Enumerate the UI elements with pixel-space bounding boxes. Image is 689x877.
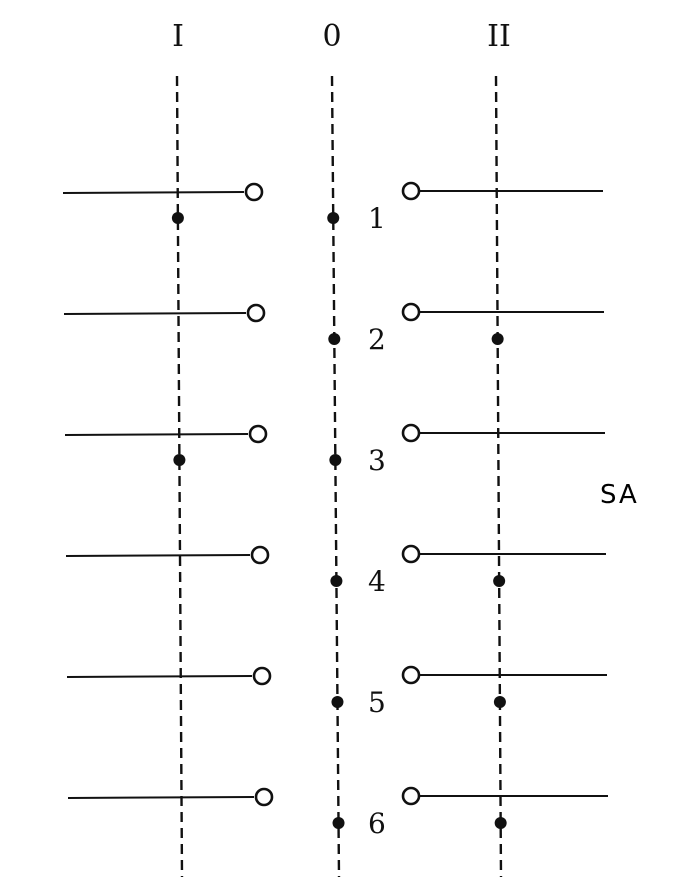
right-terminal [401, 423, 421, 443]
contact-row-3: 3 [64, 423, 605, 477]
closed-dot-II [494, 817, 507, 829]
left-contact-wire [67, 796, 255, 799]
right-terminal [401, 786, 421, 806]
right-terminal [401, 181, 421, 201]
contact-row-5: 5 [66, 665, 607, 719]
device-label: SA [600, 480, 639, 510]
closed-dot-0 [328, 333, 341, 345]
left-contact-wire [63, 312, 247, 315]
left-terminal [244, 182, 264, 202]
left-terminal [254, 787, 274, 807]
contact-number: 5 [368, 686, 386, 719]
contact-number: 4 [368, 565, 386, 598]
contact-number: 1 [368, 202, 386, 235]
left-contact-wire [66, 675, 253, 678]
contact-number: 6 [368, 807, 386, 840]
contact-number: 2 [368, 323, 386, 356]
contact-row-6: 6 [67, 786, 608, 840]
left-contact-wire [65, 554, 251, 557]
closed-dot-I [171, 212, 184, 224]
position-label-I: I [172, 19, 184, 54]
closed-dot-0 [329, 454, 342, 466]
left-contact-wire [62, 191, 245, 194]
contact-row-2: 2 [63, 302, 604, 356]
position-line-0 [330, 75, 341, 877]
left-terminal [252, 666, 272, 686]
closed-dot-0 [332, 817, 345, 829]
left-terminal [250, 545, 270, 565]
position-line-I [175, 75, 184, 877]
right-terminal [401, 665, 421, 685]
contact-rows: 1 2 3 4 5 6 [62, 181, 608, 840]
left-contact-wire [64, 433, 249, 436]
position-label-0: 0 [322, 19, 341, 54]
contact-row-4: 4 [65, 544, 606, 598]
closed-dot-0 [330, 575, 343, 587]
contact-row-1: 1 [62, 181, 603, 235]
closed-dot-0 [327, 212, 340, 224]
closed-dot-0 [331, 696, 344, 708]
right-terminal [401, 544, 421, 564]
right-terminal [401, 302, 421, 322]
contact-number: 3 [368, 444, 386, 477]
left-terminal [248, 424, 268, 444]
closed-dot-I [173, 454, 186, 466]
closed-dot-II [491, 333, 504, 345]
left-terminal [246, 303, 266, 323]
closed-dot-II [493, 696, 506, 708]
position-label-II: II [487, 19, 511, 54]
position-line-II [494, 75, 503, 877]
closed-dot-II [493, 575, 506, 587]
